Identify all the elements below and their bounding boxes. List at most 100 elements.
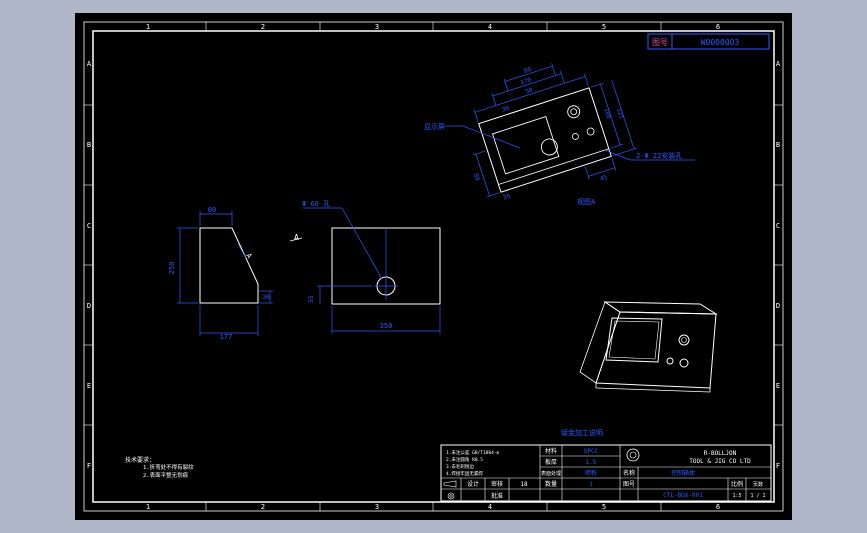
side-view-profile bbox=[199, 227, 259, 304]
top-col-3: 3 bbox=[375, 23, 379, 31]
tech-notes: 技术要求： 1.折弯处不得有裂纹 2.表面平整无划痕 bbox=[125, 456, 194, 479]
panel-dim-g: 45 bbox=[599, 174, 608, 183]
front-hole-dim: Φ 60 孔 bbox=[302, 200, 330, 208]
finish-label: 表面处理 bbox=[541, 470, 561, 477]
section-mark-a: A bbox=[289, 233, 303, 242]
sheet-value: 1 / 1 bbox=[750, 493, 765, 499]
panel-dim-d: 125 bbox=[615, 107, 625, 120]
bottom-col-2: 2 bbox=[261, 503, 265, 511]
panel-hole-large bbox=[540, 138, 558, 156]
approved-by-label: 批准 bbox=[491, 492, 503, 500]
iso-panel-view[interactable]: 50 170 80 125 100 60 45 35 30 显示屏 2-Φ 22… bbox=[424, 42, 695, 219]
row-c-right: C bbox=[776, 222, 780, 230]
material-label: 材料 bbox=[545, 447, 557, 455]
side-top-width-dim: 80 bbox=[208, 206, 216, 214]
row-a-right: A bbox=[776, 60, 781, 68]
number-box: 18 bbox=[520, 481, 528, 488]
iso-button-1 bbox=[666, 357, 674, 365]
row-b-left: B bbox=[87, 141, 91, 149]
panel-outer bbox=[478, 87, 612, 193]
doc-number-box: 图号 W0000003 bbox=[647, 33, 770, 50]
row-e-right: E bbox=[776, 382, 780, 390]
panel-knob-top bbox=[567, 105, 581, 119]
title-block[interactable]: 钣金加工说明 1.未注公差 GB/T1804-m 2.未注圆角 R0.5 bbox=[440, 428, 772, 502]
side-height-dim: 250 bbox=[168, 262, 176, 275]
notes-title: 技术要求： bbox=[125, 456, 155, 464]
front-width-dim: 350 bbox=[380, 322, 393, 330]
iso-screen-inner bbox=[608, 320, 660, 360]
panel-dim-i: 30 bbox=[501, 105, 510, 114]
iso-knob-inner bbox=[681, 337, 687, 343]
doc-number-label: 图号 bbox=[652, 38, 668, 47]
bottom-col-4: 4 bbox=[488, 503, 492, 511]
iso-knob bbox=[678, 334, 690, 346]
bottom-col-1: 1 bbox=[146, 503, 150, 511]
row-f-right: F bbox=[776, 462, 780, 470]
side-bottom-width-dim: 177 bbox=[220, 333, 233, 341]
iso-button-2 bbox=[679, 358, 689, 368]
iso-screen bbox=[605, 317, 663, 363]
bottom-col-5: 5 bbox=[602, 503, 606, 511]
row-a-left: A bbox=[87, 60, 92, 68]
projection-symbol bbox=[443, 480, 457, 500]
company-line-1: R-BOLLJON bbox=[704, 450, 737, 457]
side-view-dimensions bbox=[177, 211, 273, 336]
material-value: SPCC bbox=[584, 448, 599, 455]
doc-number-value: W0000003 bbox=[701, 38, 740, 47]
panel-knob-top-inner bbox=[570, 108, 578, 116]
checked-by-label: 审核 bbox=[491, 480, 503, 488]
panel-holes-label: 2-Φ 22安装孔 bbox=[636, 151, 682, 160]
section-mark-label: A bbox=[294, 233, 299, 242]
notes-line-2: 2.表面平整无划痕 bbox=[143, 471, 189, 479]
svg-text:1.未注公差 GB/T1804-m: 1.未注公差 GB/T1804-m bbox=[446, 449, 500, 456]
thickness-label: 板厚 bbox=[545, 458, 557, 466]
row-d-right: D bbox=[776, 302, 780, 310]
scale-value: 1:5 bbox=[732, 493, 741, 499]
svg-text:4.焊接牢固无漏焊: 4.焊接牢固无漏焊 bbox=[446, 470, 483, 477]
panel-dim-c: 80 bbox=[523, 66, 532, 75]
drawn-by-label: 设计 bbox=[467, 480, 479, 488]
panel-dim-f: 60 bbox=[473, 172, 482, 181]
bottom-col-6: 6 bbox=[716, 503, 720, 511]
panel-dim-e: 100 bbox=[602, 107, 612, 120]
sheet-border bbox=[83, 21, 784, 512]
top-col-2: 2 bbox=[261, 23, 265, 31]
zone-ticks bbox=[84, 22, 783, 511]
spec-lines: 1.未注公差 GB/T1804-m 2.未注圆角 R0.5 3.去毛刺锐边 4.… bbox=[446, 449, 500, 477]
side-view[interactable]: 80 250 177 30 A bbox=[168, 206, 273, 341]
row-e-left: E bbox=[87, 382, 91, 390]
top-col-4: 4 bbox=[488, 23, 492, 31]
bottom-col-3: 3 bbox=[375, 503, 379, 511]
name-value: 控制箱体 bbox=[671, 469, 695, 477]
title-block-header: 钣金加工说明 bbox=[561, 428, 603, 437]
row-c-left: C bbox=[87, 222, 91, 230]
side-slope-label: A bbox=[244, 252, 253, 260]
company-logo-icon bbox=[626, 448, 640, 462]
svg-text:3.去毛刺锐边: 3.去毛刺锐边 bbox=[446, 463, 474, 470]
panel-dim-a: 50 bbox=[525, 86, 534, 95]
sheet-label: 页数 bbox=[753, 481, 763, 488]
notes-line-1: 1.折弯处不得有裂纹 bbox=[143, 463, 194, 471]
panel-screen-cutout bbox=[491, 116, 560, 175]
panel-leaders bbox=[445, 125, 695, 161]
row-d-left: D bbox=[87, 302, 91, 310]
isometric-enclosure[interactable] bbox=[579, 301, 718, 393]
qty-label: 数量 bbox=[545, 480, 557, 488]
name-label: 名称 bbox=[623, 469, 635, 477]
thickness-value: 1.5 bbox=[586, 459, 597, 466]
zone-labels: 1 2 3 4 5 6 1 2 3 4 5 6 A B C D E F A B … bbox=[87, 23, 781, 511]
drawing-sheet bbox=[75, 13, 792, 520]
front-view[interactable]: Φ 60 孔 350 55 bbox=[302, 200, 441, 334]
top-col-6: 6 bbox=[716, 23, 720, 31]
panel-dim-h: 35 bbox=[502, 193, 511, 202]
side-foot-dim: 30 bbox=[262, 294, 270, 301]
panel-view-label: 视图A bbox=[577, 197, 596, 206]
row-f-left: F bbox=[87, 462, 91, 470]
finish-value: 喷粉 bbox=[585, 469, 597, 477]
drawing-no-value: CTL-BOX-001 bbox=[663, 492, 703, 499]
scale-label: 比例 bbox=[731, 480, 743, 488]
front-height-dim: 55 bbox=[308, 295, 315, 303]
top-col-1: 1 bbox=[146, 23, 150, 31]
row-b-right: B bbox=[776, 141, 780, 149]
